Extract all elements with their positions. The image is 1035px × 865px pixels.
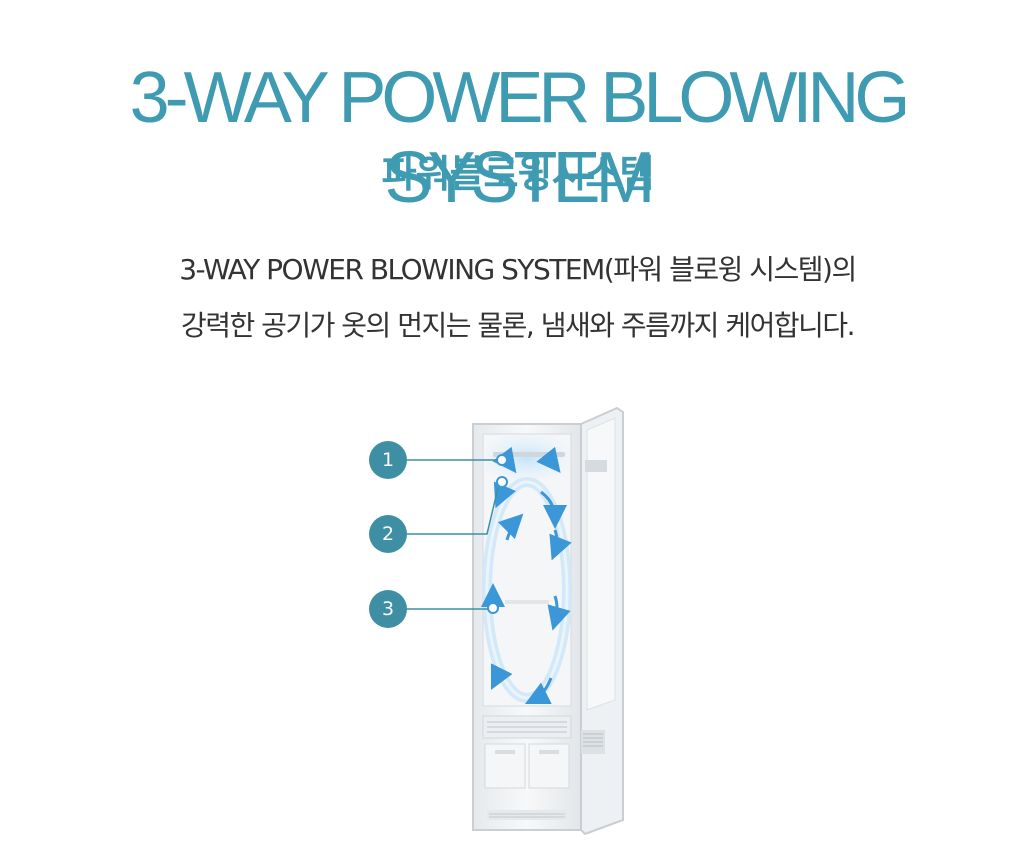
marker-2: 2	[369, 515, 407, 553]
marker-3: 3	[369, 590, 407, 628]
page-subtitle: 파워블로윙시스템	[381, 152, 655, 196]
styler-cabinet-image	[407, 406, 624, 836]
description-line-1: 3-WAY POWER BLOWING SYSTEM(파워 블로윙 시스템)의	[179, 253, 857, 286]
styler-illustration: 1 2 3	[355, 400, 645, 840]
description-line-2: 강력한 공기가 옷의 먼지는 물론, 냄새와 주름까지 케어합니다.	[180, 309, 856, 342]
marker-1: 1	[369, 441, 407, 479]
page-title: 3-WAY POWER BLOWING SYSTEM	[129, 58, 911, 218]
